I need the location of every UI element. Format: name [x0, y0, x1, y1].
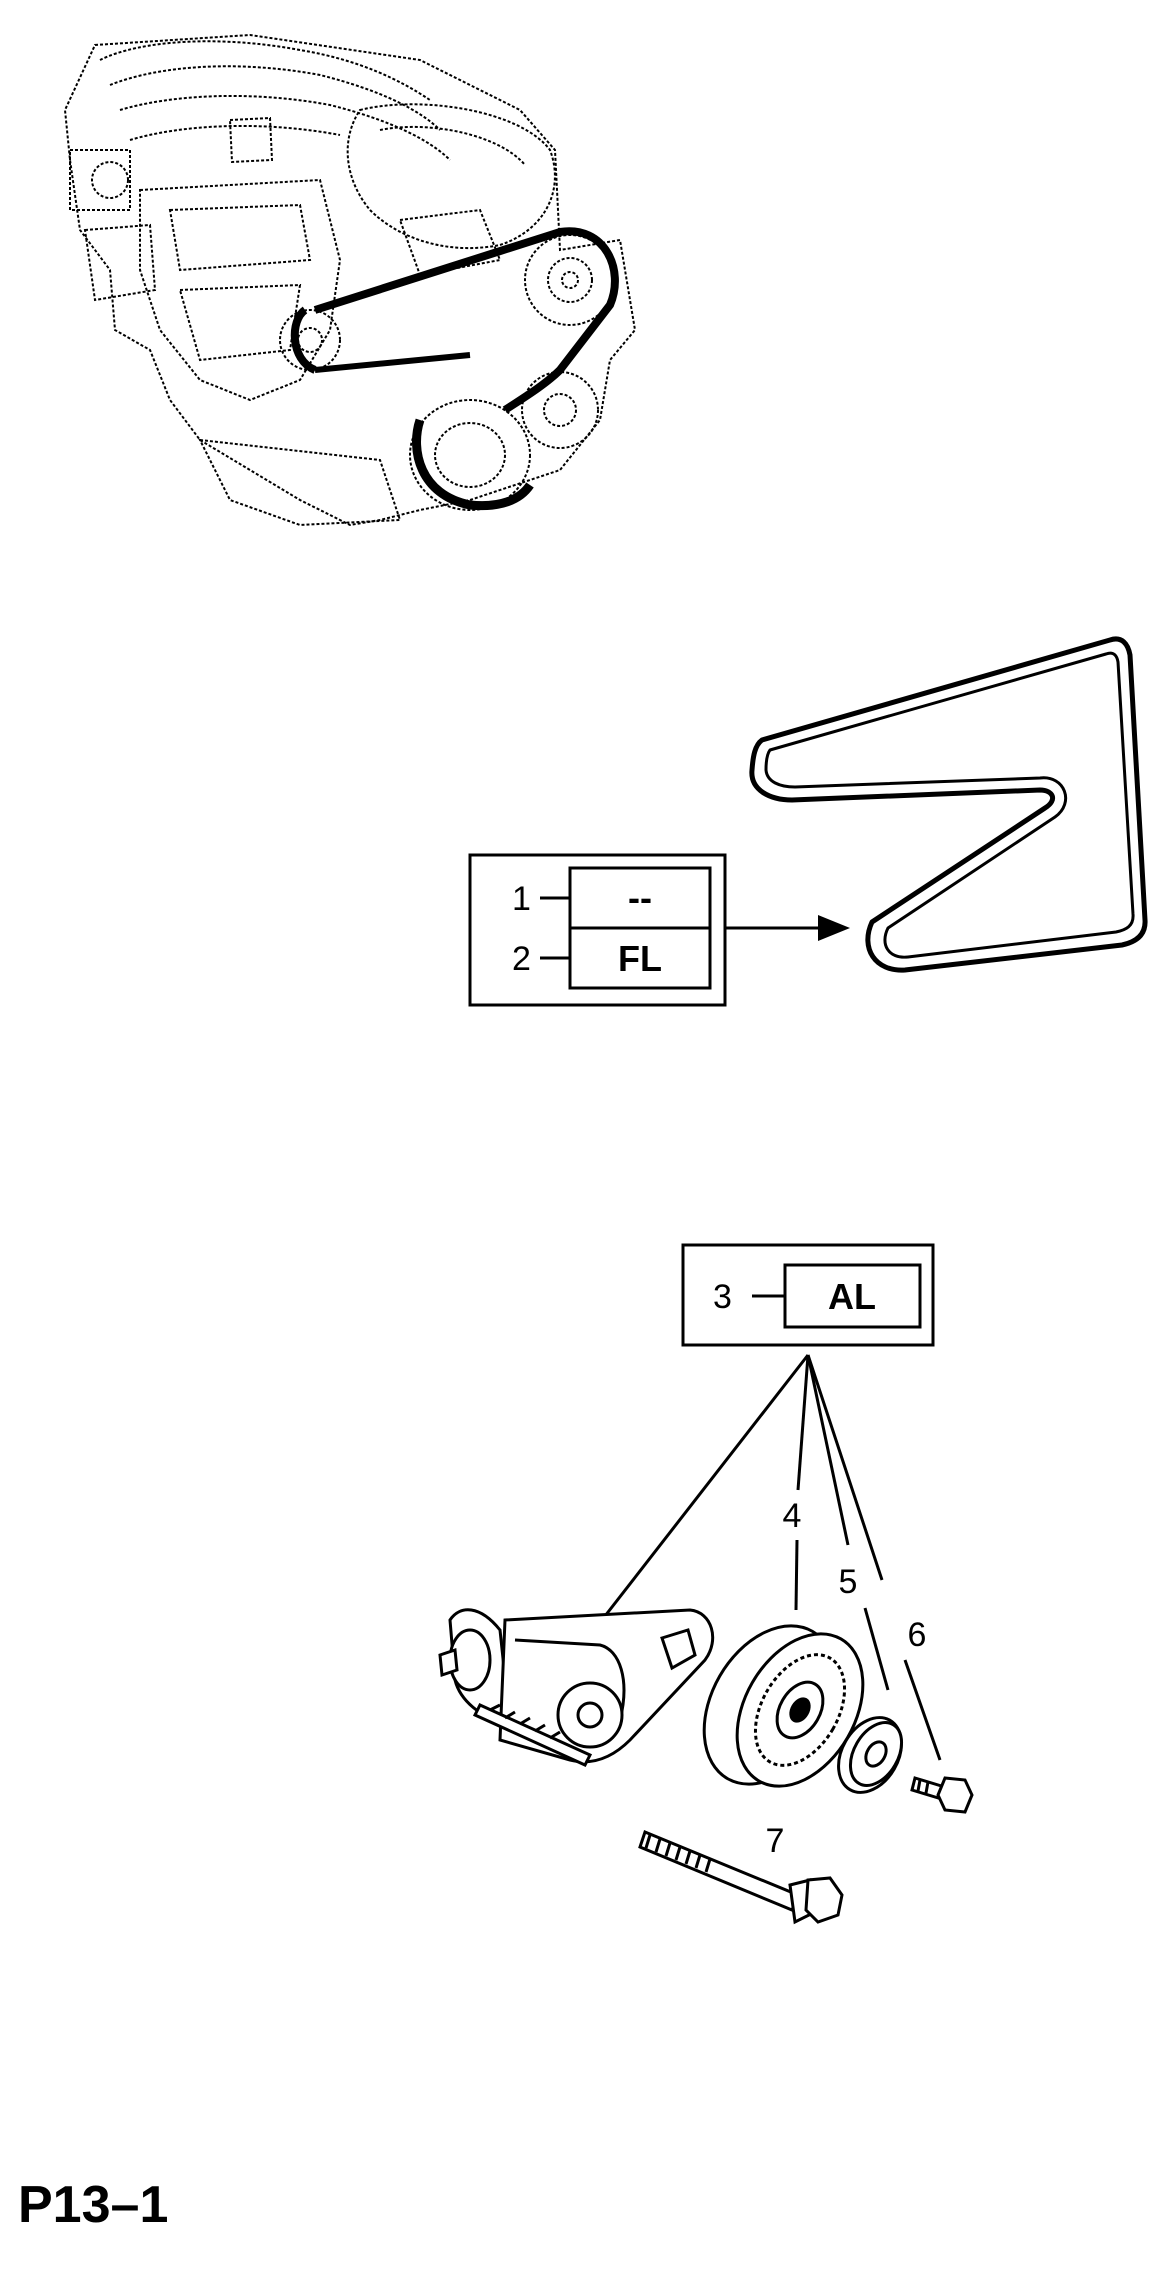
washer-icon — [837, 1716, 904, 1794]
page-id: P13–1 — [18, 2176, 169, 2234]
tensioner-callout-box — [681, 1243, 935, 1347]
leader-lines — [596, 1354, 942, 1761]
callout-number-1: 1 — [512, 880, 531, 918]
belt-callout-box — [468, 853, 850, 1007]
long-bolt-icon — [638, 1830, 844, 1925]
part-label-5: 5 — [839, 1563, 858, 1601]
engine-belt-path — [290, 227, 619, 511]
drive-belt-icon — [749, 636, 1148, 973]
belt-tensioner-icon — [438, 1608, 715, 1767]
idler-pulley-icon — [702, 1624, 865, 1788]
small-bolt-icon — [910, 1776, 974, 1814]
callout-code-1: -- — [628, 877, 652, 918]
callout-code-2: FL — [618, 938, 662, 979]
part-label-7: 7 — [766, 1822, 785, 1860]
callout-code-3: AL — [828, 1276, 876, 1317]
callout-number-3: 3 — [713, 1278, 732, 1316]
engine-illustration — [63, 33, 637, 527]
part-label-4: 4 — [783, 1497, 802, 1535]
arrow-right-icon — [818, 915, 850, 941]
part-label-6: 6 — [908, 1616, 927, 1654]
callout-number-2: 2 — [512, 940, 531, 978]
